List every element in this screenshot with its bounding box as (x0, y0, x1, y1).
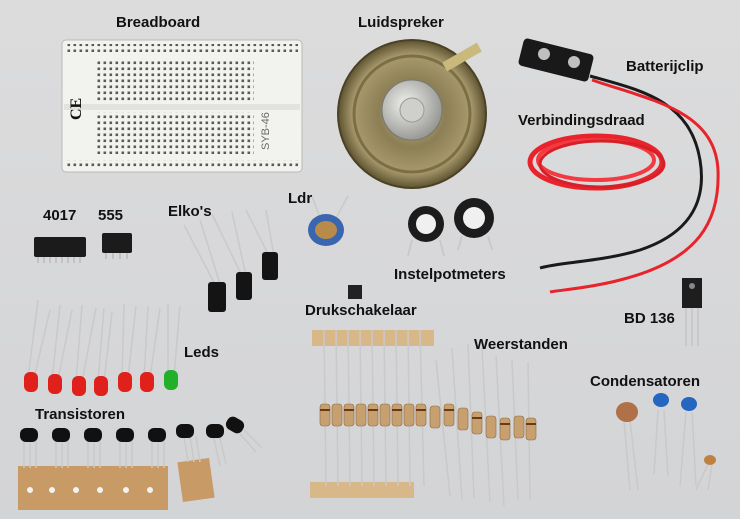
label-luidspreker: Luidspreker (358, 14, 444, 31)
label-condensatoren: Condensatoren (590, 373, 701, 390)
label-verbindingsdraad: Verbindingsdraad (518, 112, 645, 129)
trim-potentiometers (407, 198, 494, 257)
electrolytic-capacitors (183, 209, 278, 312)
speaker (337, 39, 487, 189)
label-weerstanden: Weerstanden (474, 336, 568, 353)
breadboard-ce-mark: CE (68, 98, 85, 120)
breadboard-model-mark: SYB-46 (260, 112, 272, 150)
connection-wire-coil (527, 133, 666, 191)
ic-4017 (34, 237, 86, 263)
label-drukschakelaar: Drukschakelaar (305, 302, 417, 319)
ceramic-capacitors (616, 393, 716, 491)
label-batterijclip: Batterijclip (626, 58, 704, 75)
push-button-component (348, 285, 362, 299)
breadboard: CE SYB-46 (61, 39, 303, 173)
bd136-transistor (682, 278, 702, 346)
label-transistoren: Transistoren (35, 406, 126, 423)
ldr (308, 195, 349, 246)
transistors (18, 416, 263, 510)
label-bd136: BD 136 (624, 310, 675, 327)
label-ldr: Ldr (288, 190, 313, 207)
label-555: 555 (98, 207, 124, 224)
label-4017: 4017 (43, 207, 77, 224)
label-instelpotmeters: Instelpotmeters (394, 266, 506, 283)
leds (24, 299, 181, 396)
ic-555 (102, 233, 132, 259)
resistors (310, 329, 537, 507)
label-breadboard: Breadboard (116, 14, 201, 31)
label-elkos: Elko's (168, 203, 212, 220)
battery-clip (518, 38, 720, 294)
label-leds: Leds (184, 344, 220, 361)
